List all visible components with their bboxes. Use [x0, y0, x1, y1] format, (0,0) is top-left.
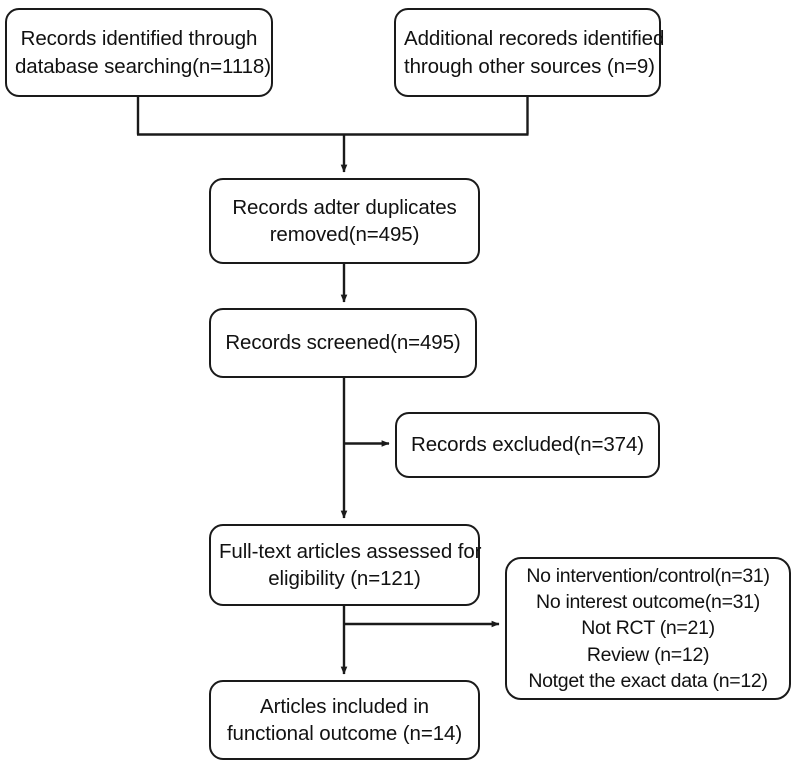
- additional-records-other-sources-box: Additional recoreds identified through o…: [394, 8, 665, 97]
- records-after-duplicates-removed-box: Records adter duplicates removed(n=495): [209, 178, 480, 264]
- node-line: eligibility (n=121): [268, 567, 421, 590]
- records-excluded-box: Records excluded(n=374): [395, 412, 660, 478]
- records-identified-database-text: Records identified through database sear…: [15, 25, 271, 80]
- node-line: Notget the exact data (n=12): [528, 669, 768, 692]
- additional-records-other-sources-text: Additional recoreds identified through o…: [404, 25, 665, 80]
- records-excluded-text: Records excluded(n=374): [405, 431, 650, 458]
- node-line: Review (n=12): [586, 643, 710, 666]
- records-screened-box: Records screened(n=495): [209, 308, 477, 378]
- articles-included-functional-outcome-text: Articles included in functional outcome …: [219, 693, 470, 748]
- node-line: Records identified through: [20, 27, 258, 51]
- full-text-articles-assessed-box: Full-text articles assessed for eligibil…: [209, 524, 482, 606]
- node-line: Records excluded(n=374): [410, 433, 645, 457]
- node-line: No intervention/control(n=31): [526, 565, 770, 588]
- node-line: No interest outcome(n=31): [536, 591, 760, 614]
- records-screened-text: Records screened(n=495): [219, 329, 467, 356]
- node-line: Additional recoreds identified: [404, 27, 665, 51]
- records-identified-database-box: Records identified through database sear…: [5, 8, 273, 97]
- top-merge-bracket: [136, 97, 529, 136]
- records-after-duplicates-removed-text: Records adter duplicates removed(n=495): [219, 194, 470, 249]
- full-text-exclusion-reasons-box: No intervention/control(n=31) No interes…: [505, 557, 791, 700]
- node-line: database searching(n=1118): [15, 54, 271, 78]
- node-line: removed(n=495): [269, 223, 420, 246]
- node-line: Not RCT (n=21): [581, 617, 715, 640]
- node-line: Full-text articles assessed for: [219, 539, 482, 563]
- full-text-exclusion-reasons-text: No intervention/control(n=31) No interes…: [515, 563, 781, 694]
- node-line: functional outcome (n=14): [226, 722, 463, 745]
- node-line: Articles included in: [260, 694, 429, 718]
- node-line: Records screened(n=495): [225, 331, 461, 355]
- full-text-articles-assessed-text: Full-text articles assessed for eligibil…: [219, 538, 482, 593]
- articles-included-functional-outcome-box: Articles included in functional outcome …: [209, 680, 480, 760]
- node-line: Records adter duplicates: [232, 195, 457, 219]
- node-line: through other sources (n=9): [404, 54, 655, 78]
